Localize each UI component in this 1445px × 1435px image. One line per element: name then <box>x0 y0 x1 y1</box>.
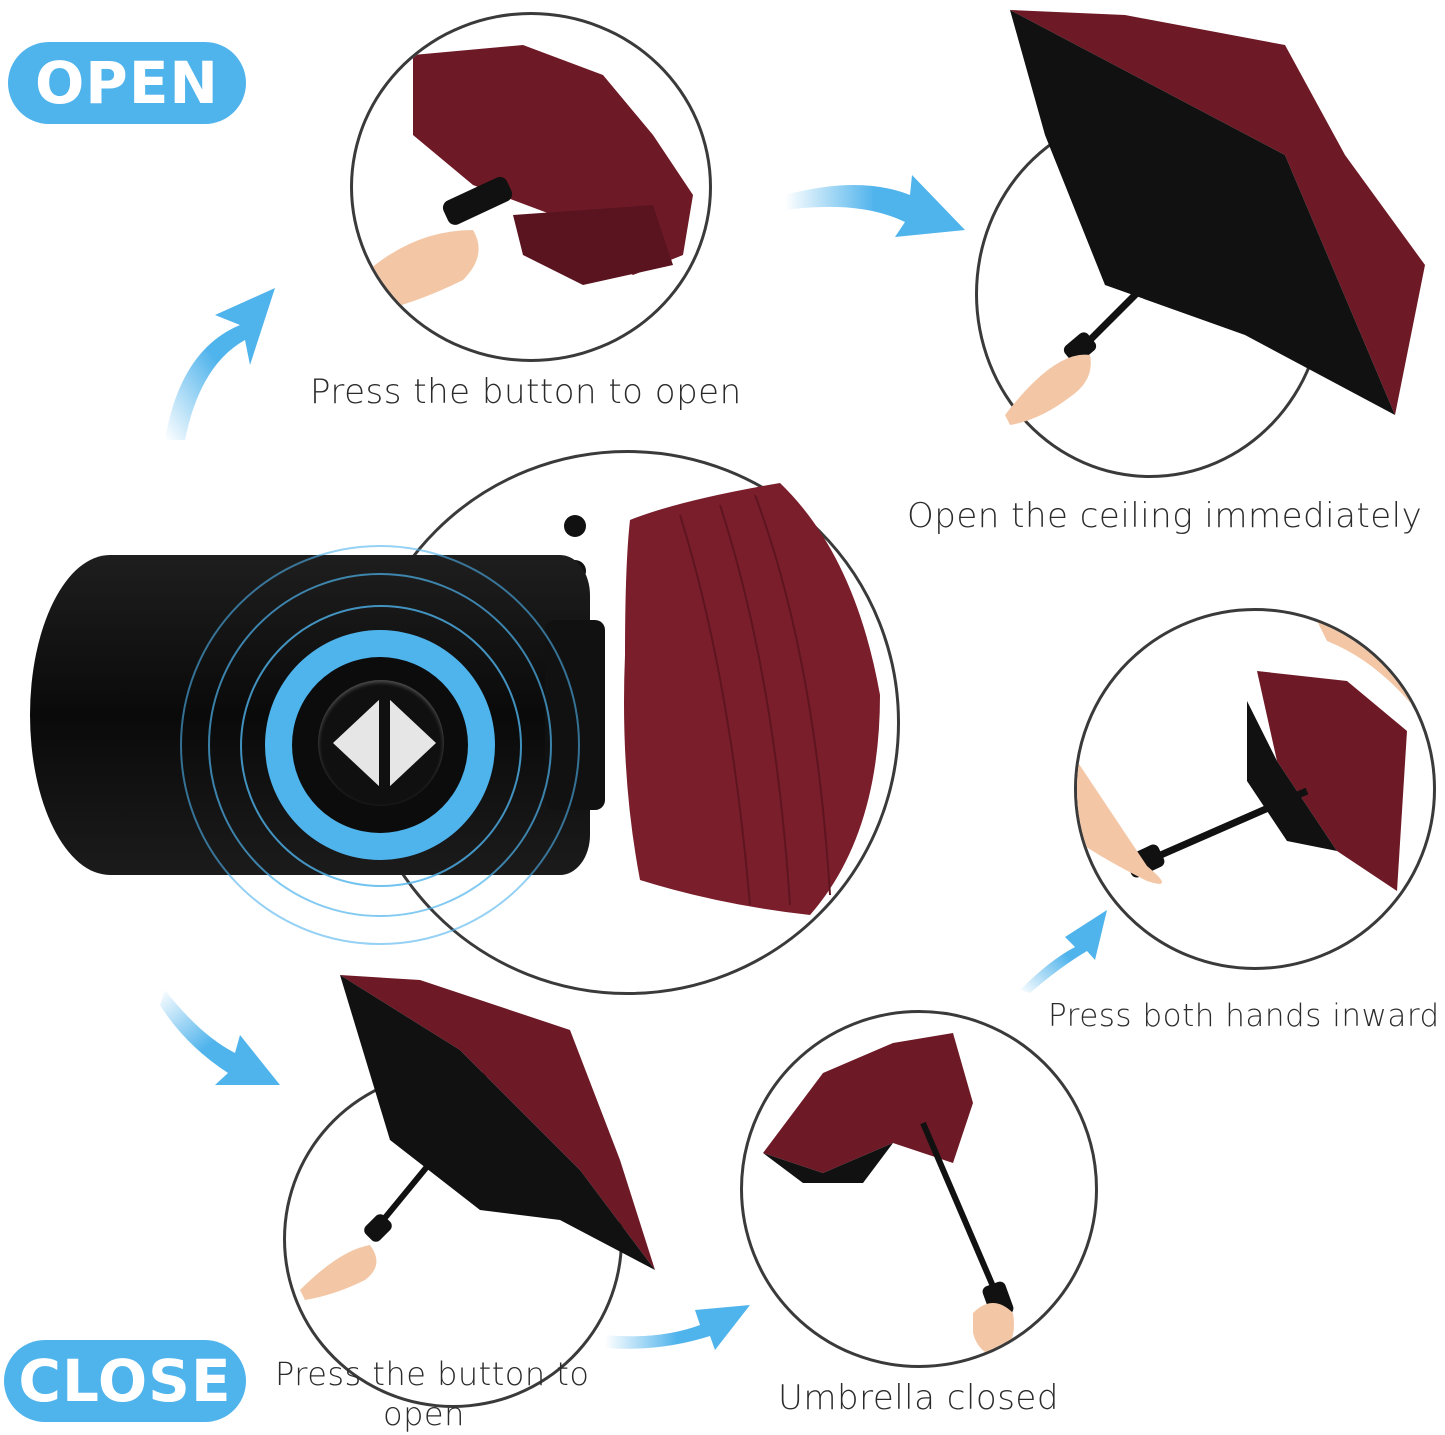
curved-arrow-icon <box>785 175 965 237</box>
step2-caption: Open the ceiling immediately <box>907 496 1423 536</box>
step5-caption-line2: open <box>383 1395 465 1433</box>
step3-image-circle <box>1074 608 1436 970</box>
curved-arrow-icon <box>165 288 275 440</box>
closing-umbrella-illustration <box>1077 621 1433 891</box>
curved-arrow-icon <box>160 990 280 1085</box>
hand-illustration <box>300 1245 377 1300</box>
folded-umbrella-illustration <box>363 45 693 315</box>
open-badge-label: OPEN <box>35 49 219 117</box>
close-badge-label: CLOSE <box>18 1347 232 1415</box>
step4-caption: Umbrella closed <box>778 1378 1059 1418</box>
folded-canopy-illustration <box>624 483 880 915</box>
step5-caption-line1: Press the button to <box>275 1355 590 1393</box>
step3-caption: Press both hands inward <box>1048 998 1440 1034</box>
step1-image-circle <box>350 12 712 362</box>
close-badge: CLOSE <box>4 1340 246 1422</box>
step1-caption: Press the button to open <box>310 372 742 412</box>
curved-arrow-icon <box>605 1305 750 1350</box>
open-umbrella-illustration <box>1005 10 1425 425</box>
open-badge: OPEN <box>8 42 246 124</box>
open-close-button <box>318 680 444 806</box>
open-umbrella-illustration-2 <box>340 975 655 1270</box>
closed-umbrella-illustration <box>763 1033 1014 1358</box>
open-close-button-icon <box>333 696 436 791</box>
curved-arrow-icon <box>1020 910 1107 993</box>
step4-image-circle <box>740 1010 1098 1368</box>
